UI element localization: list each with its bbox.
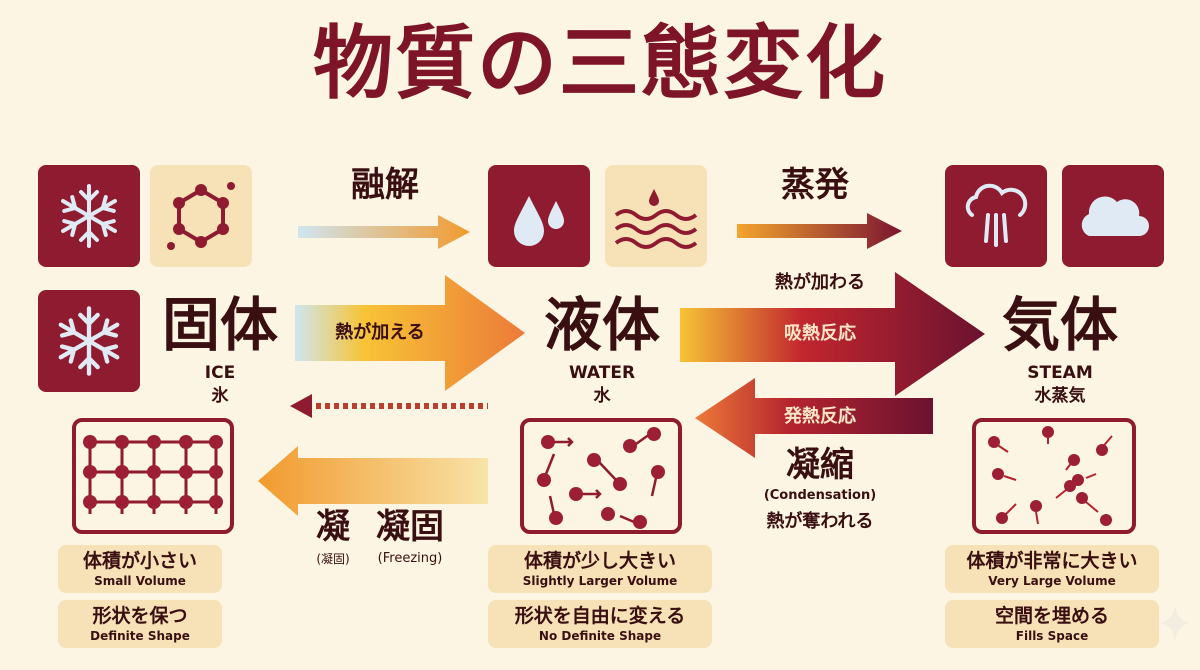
heat-removed-label: 熱が奪われる xyxy=(766,511,874,532)
gas-title: 気体 xyxy=(1001,291,1118,359)
droplets-icon xyxy=(488,165,590,267)
liquid-prop-volume: 体積が少し大きい Slightly Larger Volume xyxy=(488,545,712,593)
liquid-prop-shape: 形状を自由に変える No Definite Shape xyxy=(488,600,712,648)
solid-en: ICE xyxy=(204,363,236,383)
prop-jp: 体積が少し大きい xyxy=(523,550,676,572)
freezing-arrow xyxy=(258,446,488,516)
prop-en: No Definite Shape xyxy=(538,629,662,643)
liquid-to-gas-above-label: 熱が加わる xyxy=(775,272,865,293)
cloud-icon xyxy=(1062,165,1164,267)
freezing-sub-b: (Freezing) xyxy=(377,551,443,566)
prop-jp: 体積が小さい xyxy=(82,550,197,572)
prop-jp: 形状を自由に変える xyxy=(514,605,686,627)
solid-snowflake-icon xyxy=(38,290,140,392)
waves-icon xyxy=(605,165,707,267)
gas-jp-sub: 水蒸気 xyxy=(1034,386,1086,406)
solid-jp-sub: 氷 xyxy=(211,386,229,406)
gas-molecules xyxy=(972,418,1136,534)
gas-prop-shape: 空間を埋める Fills Space xyxy=(945,600,1159,648)
evaporation-label: 蒸発 xyxy=(781,165,849,205)
gas-to-liquid-label: 発熱反応 xyxy=(784,406,856,427)
sparkle-icon xyxy=(1160,605,1190,641)
condensation-en: (Condensation) xyxy=(763,488,877,503)
gas-en: STEAM xyxy=(1027,363,1093,383)
liquid-to-gas-label: 吸熱反応 xyxy=(784,323,856,344)
prop-jp: 空間を埋める xyxy=(994,605,1109,627)
condensation-label: 凝縮 xyxy=(786,445,854,485)
freezing-label-b: 凝固 xyxy=(376,507,444,547)
solid-to-liquid-label: 熱が加える xyxy=(335,322,425,343)
liquid-molecules xyxy=(520,418,682,534)
steam-icon xyxy=(945,165,1047,267)
prop-en: Very Large Volume xyxy=(988,574,1116,588)
liquid-en: WATER xyxy=(568,363,636,383)
liquid-title: 液体 xyxy=(543,291,660,359)
page-title: 物質の三態変化 xyxy=(313,17,887,110)
prop-jp: 体積が非常に大きい xyxy=(966,550,1138,572)
gas-prop-volume: 体積が非常に大きい Very Large Volume xyxy=(945,545,1159,593)
liquid-to-gas-arrow xyxy=(680,272,985,396)
solid-molecule-lattice xyxy=(72,418,234,534)
solid-prop-volume: 体積が小さい Small Volume xyxy=(58,545,222,593)
solid-title: 固体 xyxy=(161,291,278,359)
prop-en: Small Volume xyxy=(94,574,186,588)
liquid-to-solid-dashed-arrow xyxy=(290,394,488,418)
prop-jp: 形状を保つ xyxy=(92,605,188,627)
prop-en: Slightly Larger Volume xyxy=(522,574,678,588)
prop-en: Definite Shape xyxy=(90,629,190,643)
freezing-sub-a: (凝固) xyxy=(316,552,350,566)
snowflake-icon xyxy=(38,165,140,267)
solid-prop-shape: 形状を保つ Definite Shape xyxy=(58,600,222,648)
hexagon-molecule-icon xyxy=(150,165,252,267)
solid-to-liquid-arrow xyxy=(295,275,525,391)
melting-arrow xyxy=(298,215,470,249)
melting-label: 融解 xyxy=(351,165,419,205)
evaporation-arrow xyxy=(737,213,902,249)
liquid-jp-sub: 水 xyxy=(593,386,611,406)
prop-en: Fills Space xyxy=(1015,629,1089,643)
gas-to-liquid-arrow xyxy=(695,378,933,458)
freezing-label-a: 凝 xyxy=(316,507,350,547)
